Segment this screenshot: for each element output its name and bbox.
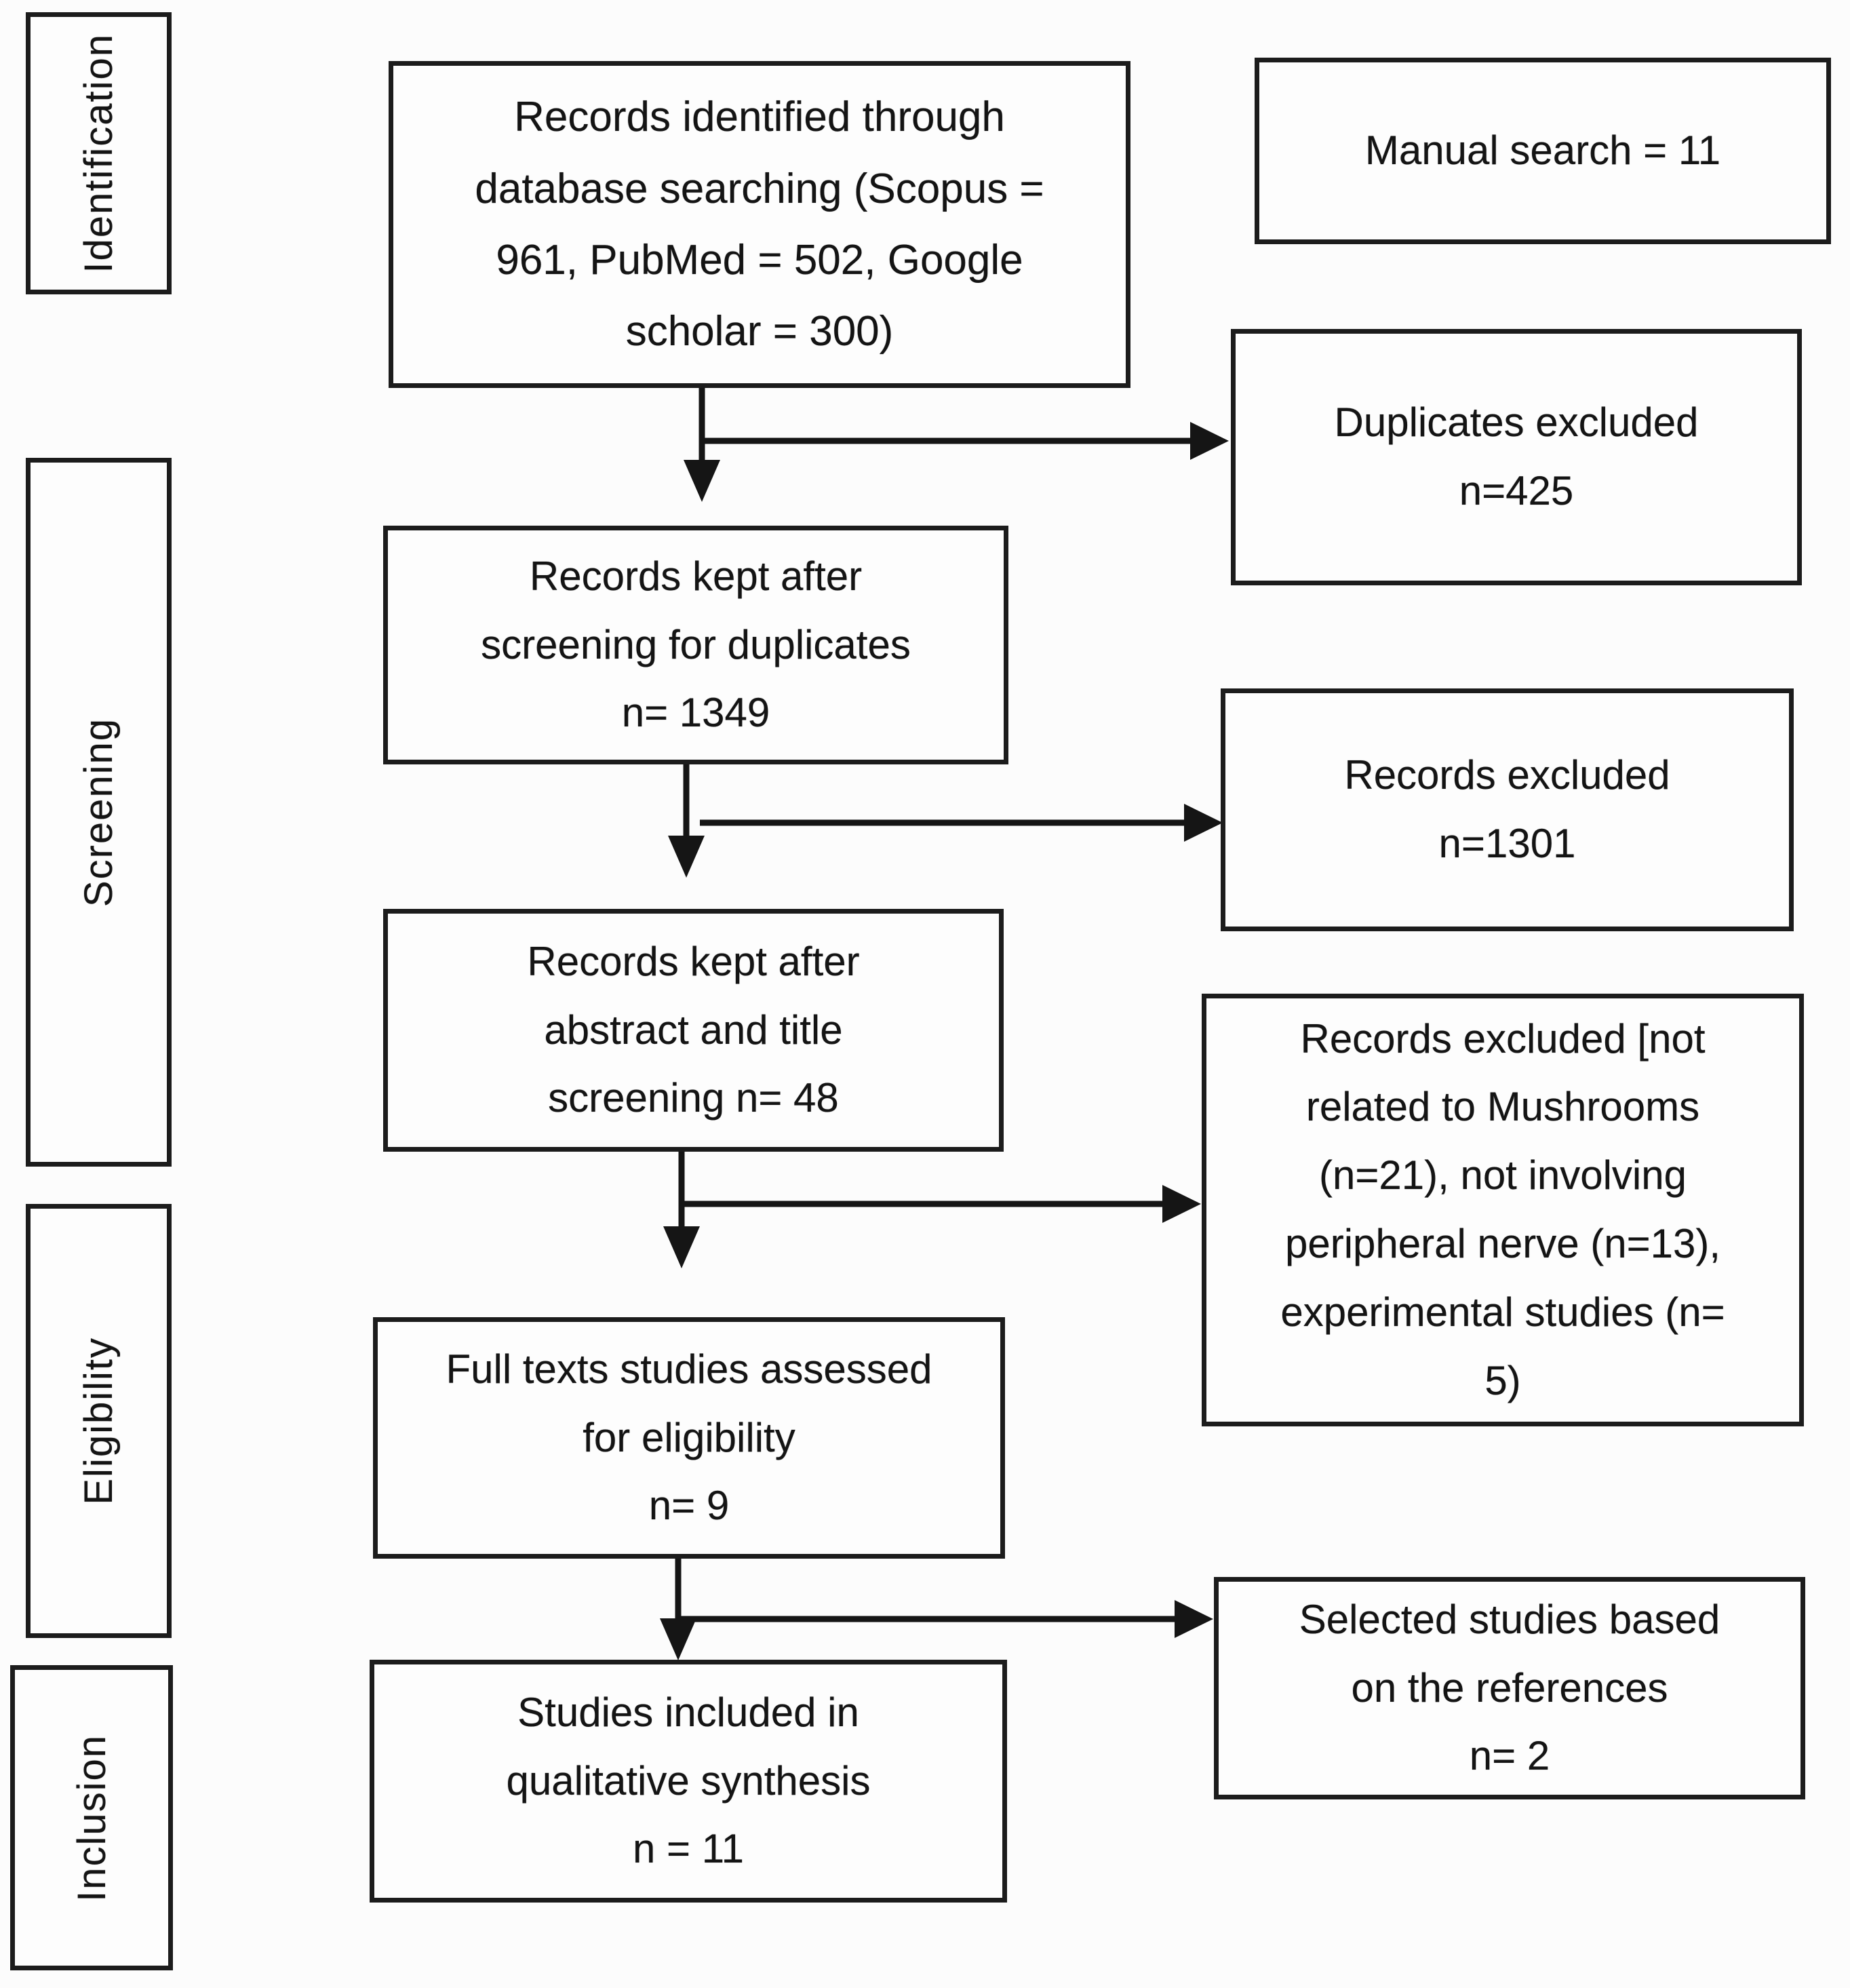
arrow-branch-selected-references — [678, 1600, 1213, 1638]
flow-box-records-after-dedup: Records kept after screening for duplica… — [383, 526, 1008, 764]
stage-label-identification: Identification — [26, 12, 172, 294]
side-box-duplicates-excluded-text: Duplicates excluded n=425 — [1334, 399, 1699, 513]
side-box-manual-search-text: Manual search = 11 — [1364, 128, 1721, 174]
side-box-excluded-reasons-text: Records excluded [not related to Mushroo… — [1280, 1015, 1725, 1403]
flow-box-studies-included: Studies included in qualitative synthesi… — [370, 1660, 1007, 1903]
arrow-branch-duplicates-excluded — [702, 422, 1229, 460]
stage-label-eligibility-text: Eligibility — [77, 1337, 121, 1505]
side-box-selected-references-text: Selected studies based on the references… — [1299, 1596, 1720, 1779]
stage-label-eligibility: Eligibility — [26, 1204, 172, 1638]
arrow-screening-to-fulltext — [663, 1152, 700, 1268]
side-box-selected-references: Selected studies based on the references… — [1214, 1577, 1805, 1799]
arrow-branch-excluded-reasons — [682, 1185, 1201, 1223]
flow-box-studies-included-text: Studies included in qualitative synthesi… — [506, 1689, 871, 1872]
arrow-branch-records-excluded — [700, 804, 1223, 842]
flow-box-records-identified-text: Records identified through database sear… — [475, 94, 1044, 355]
side-box-manual-search: Manual search = 11 — [1255, 58, 1831, 244]
flow-box-records-after-dedup-text: Records kept after screening for duplica… — [481, 553, 911, 736]
flow-box-records-after-screening-text: Records kept after abstract and title sc… — [527, 938, 860, 1121]
side-box-duplicates-excluded: Duplicates excluded n=425 — [1231, 329, 1802, 585]
stage-label-screening: Screening — [26, 458, 172, 1167]
flow-box-fulltext-assessed-text: Full texts studies assessed for eligibil… — [446, 1346, 932, 1529]
side-box-records-excluded: Records excluded n=1301 — [1221, 688, 1794, 931]
stage-label-identification-text: Identification — [77, 33, 121, 273]
arrow-fulltext-to-included — [660, 1559, 696, 1660]
stage-label-screening-text: Screening — [77, 717, 121, 908]
arrow-dedup-to-screening — [668, 764, 705, 878]
arrow-identified-to-dedup — [684, 387, 720, 502]
flow-box-records-after-screening: Records kept after abstract and title sc… — [383, 909, 1004, 1152]
side-box-records-excluded-text: Records excluded n=1301 — [1344, 752, 1670, 866]
flow-box-records-identified: Records identified through database sear… — [389, 61, 1130, 388]
side-box-excluded-reasons: Records excluded [not related to Mushroo… — [1202, 994, 1804, 1426]
stage-label-inclusion-text: Inclusion — [69, 1734, 114, 1902]
flow-box-fulltext-assessed: Full texts studies assessed for eligibil… — [373, 1317, 1005, 1559]
stage-label-inclusion: Inclusion — [10, 1665, 173, 1970]
